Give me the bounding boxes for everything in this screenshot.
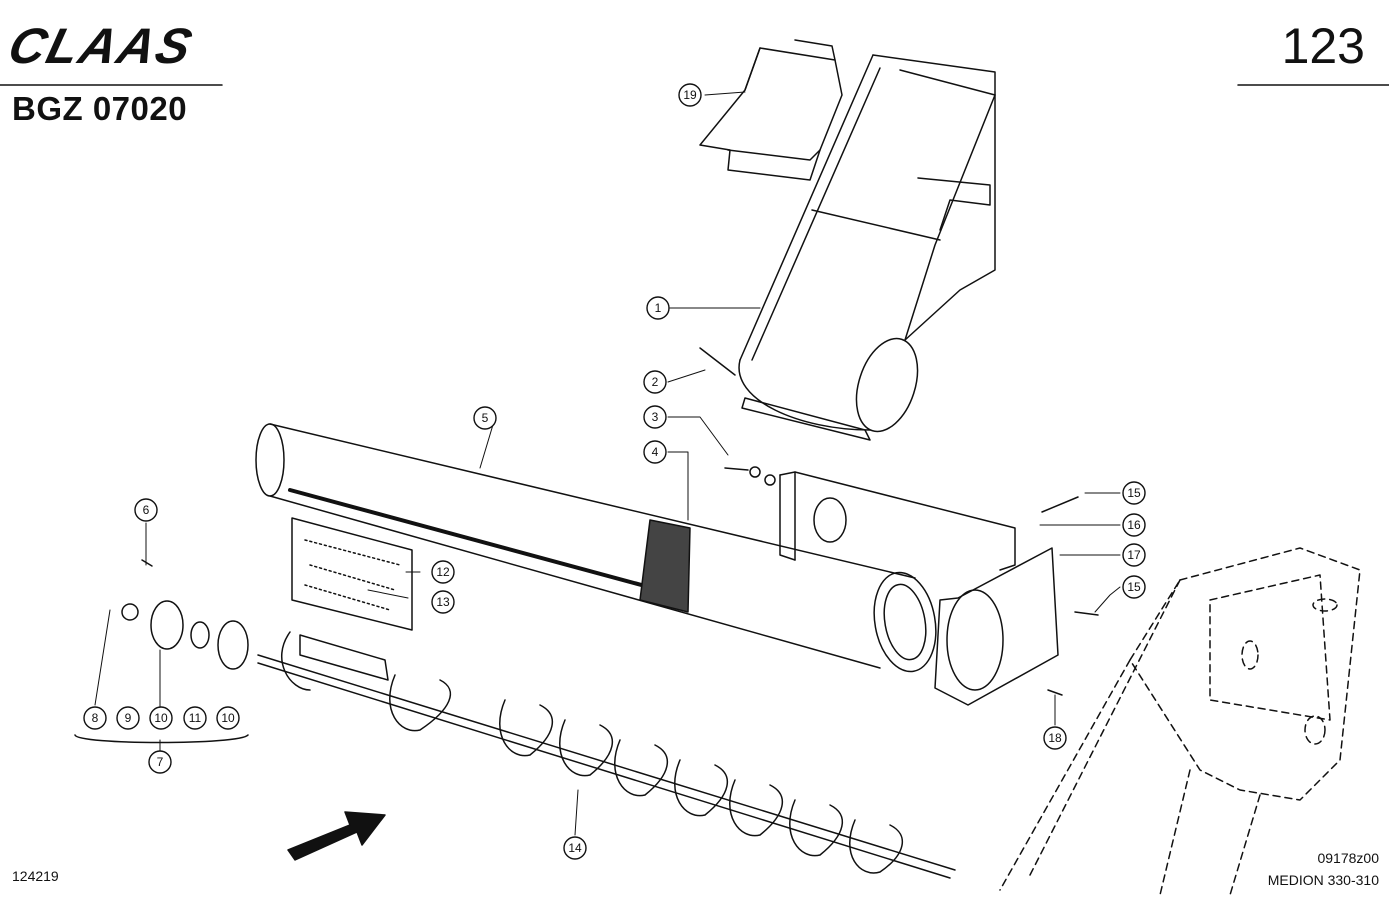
footer-reference-code: 124219 <box>12 868 59 884</box>
callout-2: 2 <box>652 375 659 389</box>
callout-17: 17 <box>1127 548 1141 562</box>
callout-circles <box>83 83 1146 860</box>
callout-7: 7 <box>157 755 164 769</box>
callout-18: 18 <box>1048 731 1062 745</box>
leader-lines <box>94 91 1121 836</box>
callout-5: 5 <box>482 411 489 425</box>
callout-15b: 15 <box>1127 580 1141 594</box>
footer-drawing-code: 09178z00 <box>1317 850 1379 866</box>
callout-10b: 10 <box>221 711 235 725</box>
callout-labels: 19 1 2 3 4 5 6 7 8 9 10 11 10 12 13 14 1… <box>92 88 1141 855</box>
bearing-set-parts <box>74 600 249 744</box>
callout-19: 19 <box>683 88 697 102</box>
housing-part <box>779 471 1016 571</box>
frame-outline <box>999 547 1361 896</box>
callout-12: 12 <box>436 565 450 579</box>
chute-part <box>738 54 996 441</box>
callout-13: 13 <box>436 595 450 609</box>
callout-15a: 15 <box>1127 486 1141 500</box>
callout-16: 16 <box>1127 518 1141 532</box>
callout-9: 9 <box>125 711 132 725</box>
fasteners <box>141 347 1099 696</box>
callout-10a: 10 <box>154 711 168 725</box>
callout-4: 4 <box>652 445 659 459</box>
callout-6: 6 <box>143 503 150 517</box>
auger-screw-part <box>257 631 956 879</box>
callout-8: 8 <box>92 711 99 725</box>
flange-plate-part <box>934 547 1059 706</box>
guide-plate-part <box>699 39 843 181</box>
footer-model-name: MEDION 330-310 <box>1267 872 1379 888</box>
document-code: BGZ 07020 <box>12 90 188 127</box>
callout-1: 1 <box>655 301 662 315</box>
callout-3: 3 <box>652 410 659 424</box>
page-number: 123 <box>1281 18 1365 74</box>
auger-tube-part <box>255 423 937 673</box>
callout-14: 14 <box>568 841 582 855</box>
wear-plate-part <box>291 517 413 631</box>
direction-arrow-icon <box>287 811 386 861</box>
callout-11: 11 <box>189 711 202 725</box>
